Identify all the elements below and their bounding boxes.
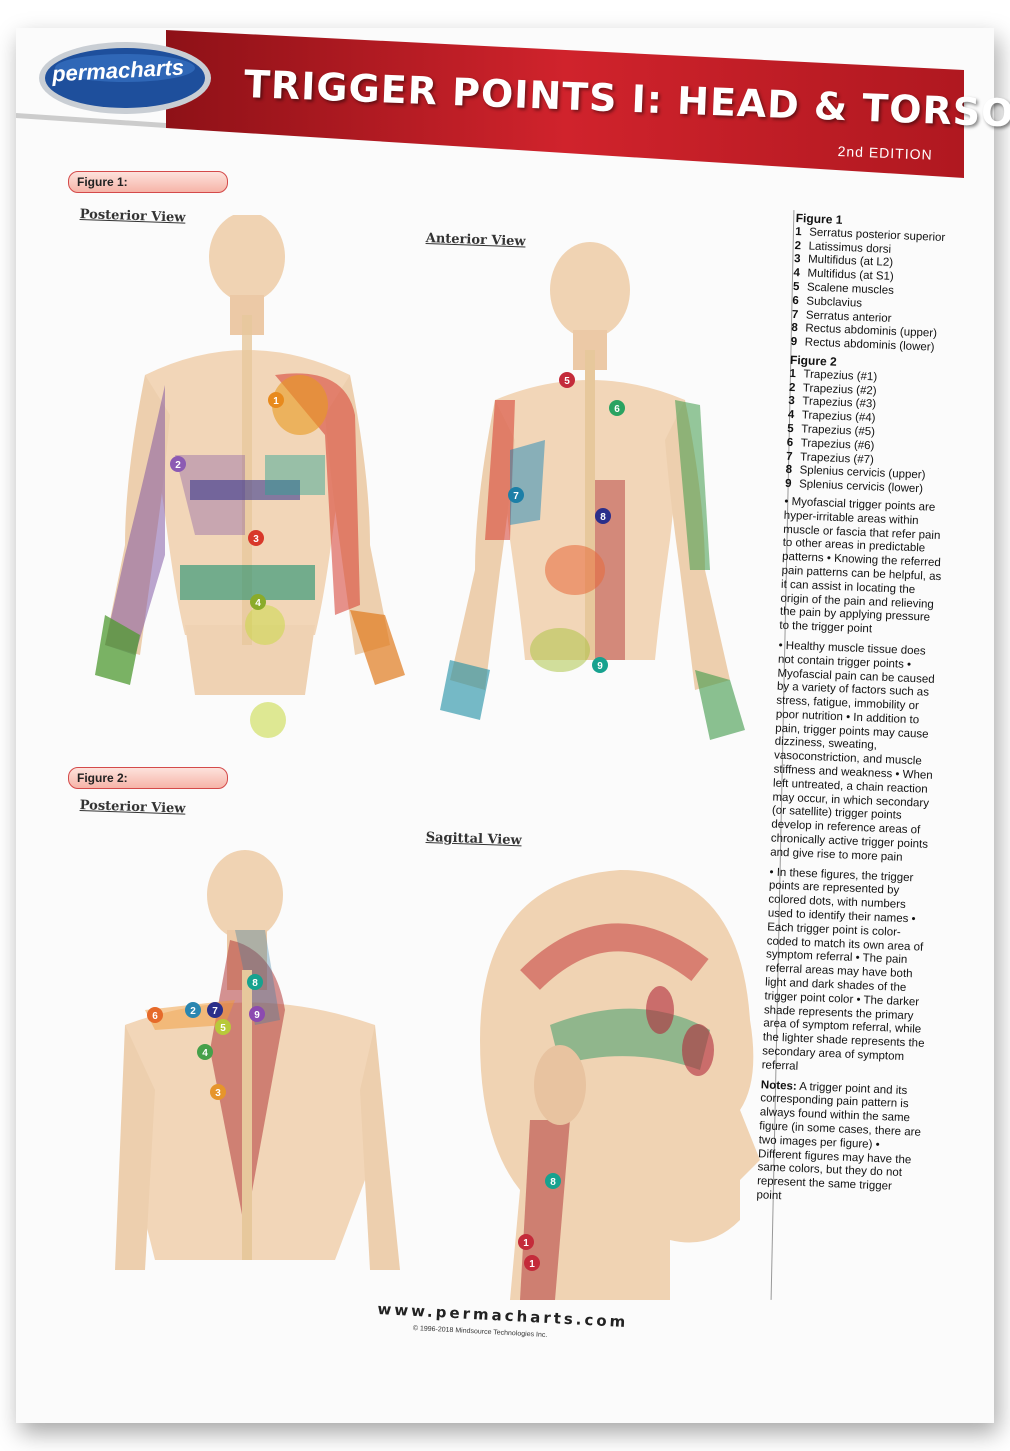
svg-text:9: 9 [597, 661, 603, 672]
figure1-label: Figure 1: [68, 171, 228, 193]
trigger-point-8: 8 [595, 508, 611, 524]
f2-trigger-point-6: 6 [147, 1007, 163, 1023]
f2-trigger-point-8: 8 [247, 974, 263, 990]
trigger-point-4: 4 [250, 594, 266, 610]
note-paragraph-last: Notes: A trigger point and its correspon… [756, 1079, 923, 1210]
figure2-sagittal-head: 8 1 1 [480, 870, 760, 1300]
svg-text:1: 1 [273, 396, 279, 407]
notes-block: • Myofascial trigger points are hyper-ir… [756, 496, 946, 1210]
note-paragraph: • Myofascial trigger points are hyper-ir… [779, 495, 942, 636]
permacharts-logo [39, 42, 211, 114]
svg-text:1: 1 [529, 1259, 535, 1270]
svg-text:4: 4 [202, 1048, 208, 1059]
svg-text:8: 8 [252, 978, 258, 989]
trigger-point-9: 9 [592, 657, 608, 673]
svg-text:1: 1 [523, 1238, 529, 1249]
trigger-point-1: 1 [268, 392, 284, 408]
header-banner [16, 30, 964, 178]
trigger-point-7: 7 [508, 487, 524, 503]
f2-trigger-point-5: 5 [215, 1019, 231, 1035]
notes-text: A trigger point and its corresponding pa… [756, 1080, 922, 1203]
svg-text:3: 3 [253, 534, 259, 545]
trigger-point-6: 6 [609, 400, 625, 416]
figure2-posterior-body: 2 3 4 5 6 7 8 9 [115, 850, 400, 1270]
trigger-point-5: 5 [559, 372, 575, 388]
f2-trigger-point-9: 9 [249, 1006, 265, 1022]
f2-trigger-point-7: 7 [207, 1002, 223, 1018]
notes-heading: Notes: [760, 1078, 797, 1093]
svg-text:4: 4 [255, 598, 261, 609]
sagittal-trigger-point-1a: 1 [518, 1234, 534, 1250]
svg-text:9: 9 [254, 1010, 260, 1021]
note-paragraph: • In these figures, the trigger points a… [761, 866, 925, 1073]
f2-trigger-point-2: 2 [185, 1002, 201, 1018]
svg-text:6: 6 [152, 1011, 158, 1022]
figure1-posterior-body: 1 2 3 4 [95, 215, 405, 738]
svg-text:5: 5 [220, 1023, 226, 1034]
svg-text:7: 7 [212, 1006, 218, 1017]
svg-text:6: 6 [614, 404, 620, 415]
trigger-point-3: 3 [248, 530, 264, 546]
f2-trigger-point-4: 4 [197, 1044, 213, 1060]
sagittal-trigger-point-8: 8 [545, 1173, 561, 1189]
svg-text:3: 3 [215, 1088, 221, 1099]
svg-text:8: 8 [600, 512, 606, 523]
note-paragraph: • Healthy muscle tissue does not contain… [770, 639, 935, 864]
f2-trigger-point-3: 3 [210, 1084, 226, 1100]
figure2-label: Figure 2: [68, 767, 228, 789]
svg-text:2: 2 [190, 1006, 196, 1017]
figure1-anterior-body: 5 6 7 8 9 [440, 242, 745, 740]
sagittal-trigger-point-1b: 1 [524, 1255, 540, 1271]
svg-text:8: 8 [550, 1177, 556, 1188]
svg-text:5: 5 [564, 376, 570, 387]
svg-text:2: 2 [175, 460, 181, 471]
svg-text:7: 7 [513, 491, 519, 502]
trigger-point-2: 2 [170, 456, 186, 472]
